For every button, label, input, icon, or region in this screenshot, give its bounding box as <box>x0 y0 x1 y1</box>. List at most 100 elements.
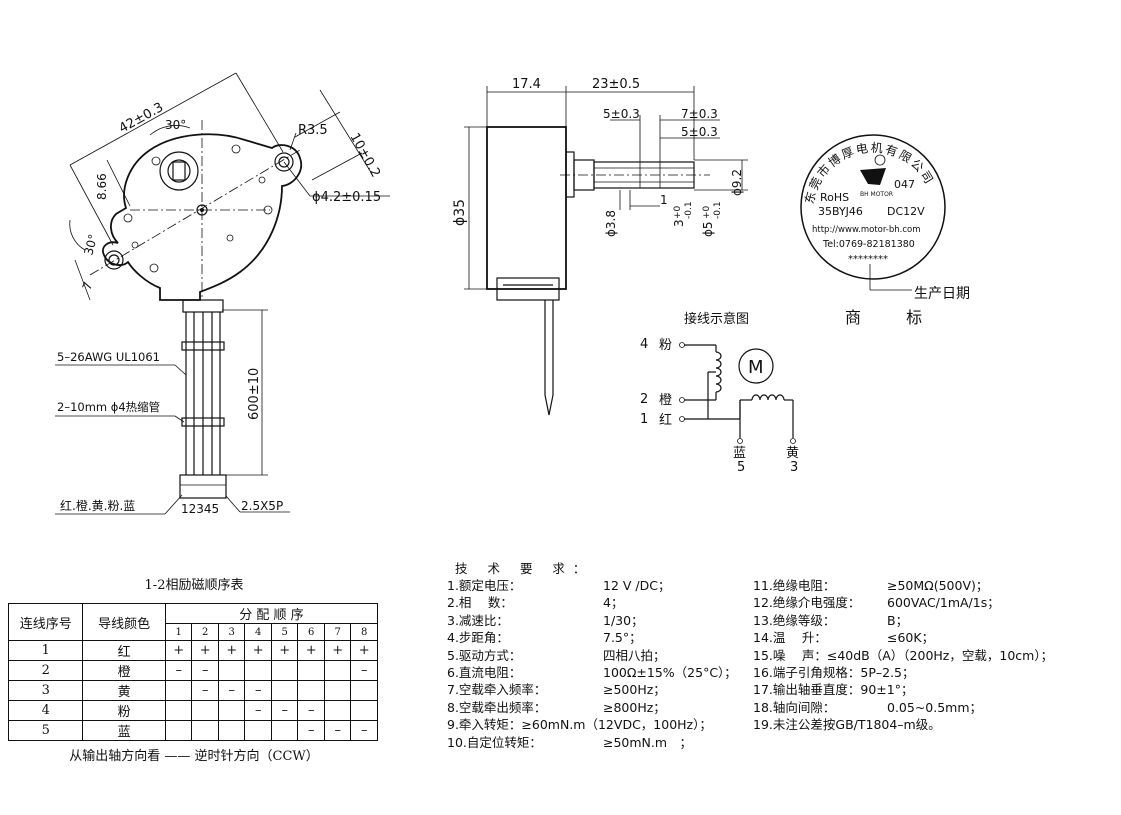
coil-b <box>751 394 785 401</box>
requirement-label: 16.端子引角规格：5P–2.5； <box>753 665 915 680</box>
plate-voltage: DC12V <box>887 205 925 218</box>
step-cell <box>244 660 272 681</box>
step-cell: + <box>217 640 246 661</box>
label-connector: 2.5X5P <box>241 499 283 513</box>
label-plate: 东莞市博厚电机有限公司 RoHS 047 BH MOTOR 35BYJ46 DC… <box>800 134 970 327</box>
shaft <box>167 159 191 183</box>
requirement-value: 0.05~0.5mm； <box>887 699 983 715</box>
wire-exit <box>182 299 224 313</box>
step-cell: – <box>297 720 325 741</box>
yellow-num: 3 <box>790 460 798 475</box>
col-color: 导线颜色 <box>82 603 166 641</box>
requirement-label: 15.噪 声：≤40dB（A）（200Hz，空载，10cm）； <box>753 647 1054 663</box>
blue-label: 蓝 <box>733 446 746 461</box>
side-view: 17.4 23±0.5 5±0.3 7±0.3 5±0.3 ϕ9.2 ϕ35 1… <box>452 77 748 416</box>
plate-rohs: RoHS <box>820 191 849 204</box>
requirement-value: 4； <box>603 595 624 611</box>
dim-r35: R3.5 <box>298 123 328 138</box>
requirement-label: 11.绝缘电阻： <box>753 578 836 593</box>
wiring-title: 接线示意图 <box>684 311 749 327</box>
wire-color: 蓝 <box>82 720 166 741</box>
wire-box <box>496 277 560 301</box>
step-cell: – <box>297 700 325 721</box>
callout-production-date: 生产日期 <box>914 286 970 302</box>
dim-3-tol-up: +0 <box>673 205 683 219</box>
dim-174: 17.4 <box>512 77 541 92</box>
step-cell <box>270 720 299 741</box>
requirement-label: 6.直流电阻： <box>447 665 522 680</box>
requirement-value: 600VAC/1mA/1s； <box>887 595 1000 611</box>
step-cell <box>217 700 246 721</box>
shaft-boss <box>159 151 199 191</box>
requirement-value: ≥500Hz； <box>603 682 666 698</box>
plate-model: 35BYJ46 <box>818 205 863 218</box>
col-distribution: 分 配 顺 序 <box>164 603 379 624</box>
coil-a <box>715 351 722 393</box>
step-cell <box>350 700 378 721</box>
step-cell <box>323 660 352 681</box>
requirement-label: 4.步距角： <box>447 630 509 646</box>
heat-shrink-2 <box>181 417 225 427</box>
sequence-table-title: 1-2相励磁顺序表 <box>144 578 244 593</box>
plate-brand: BH MOTOR <box>860 191 893 198</box>
label-awg: 5–26AWG UL1061 <box>57 350 160 364</box>
requirement-value: ≤60K； <box>887 630 935 646</box>
col-wire-no: 连线序号 <box>7 603 84 641</box>
dim-5b: 5±0.3 <box>681 125 718 139</box>
requirement-label: 14.温 升： <box>753 630 827 646</box>
step-cell: – <box>164 660 193 681</box>
wire-no: 1 <box>7 640 84 661</box>
shaft-flat <box>172 161 186 181</box>
plate-tel: Tel:0769-82181380 <box>822 239 915 250</box>
step-cell: – <box>323 720 352 741</box>
step-header: 6 <box>297 623 325 641</box>
dim-3: 3 <box>672 219 686 227</box>
pin-1-num: 1 <box>640 412 648 427</box>
requirement-value: B； <box>887 612 909 628</box>
step-cell: + <box>350 640 378 661</box>
plate-date-code: ******** <box>848 254 888 265</box>
step-cell <box>191 700 219 721</box>
requirement-value: ≥50mN.m ； <box>603 734 693 750</box>
requirement-value: 1/30； <box>603 612 644 628</box>
step-cell <box>244 720 272 741</box>
step-cell: – <box>350 660 378 681</box>
flange-outline <box>102 133 303 301</box>
requirement-label: 12.绝缘介电强度： <box>753 595 861 611</box>
wire-color: 橙 <box>82 660 166 681</box>
dim-600: 600±10 <box>247 368 262 420</box>
wire-color: 粉 <box>82 700 166 721</box>
step-cell <box>164 720 193 741</box>
step-cell: – <box>244 700 272 721</box>
step-header: 8 <box>350 623 378 641</box>
mount-hole-right-inner <box>278 156 290 168</box>
wire-lead <box>544 300 554 416</box>
step-cell <box>297 660 325 681</box>
dim-7: 7 <box>80 280 96 292</box>
requirement-label: 9.牵入转矩：≥60mN.m（12VDC，100Hz）； <box>447 717 712 733</box>
requirement-label: 1.额定电压： <box>447 578 522 593</box>
connector <box>179 474 227 499</box>
step-cell: + <box>191 640 219 661</box>
step-cell: – <box>191 660 219 681</box>
dim-38: ϕ3.8 <box>604 210 618 237</box>
technical-requirements: 技 术 要 求： 1.额定电压：12 V /DC；2.相 数：4；3.减速比：1… <box>447 558 1117 758</box>
step-cell <box>297 680 325 701</box>
requirement-label: 10.自定位转矩： <box>447 734 542 750</box>
step-cell <box>323 700 352 721</box>
step-header: 5 <box>270 623 299 641</box>
requirements-title: 技 术 要 求： <box>455 561 594 576</box>
heat-shrink-1 <box>181 341 225 351</box>
dim-23: 23±0.5 <box>592 77 640 92</box>
motor-letter: M <box>748 357 764 378</box>
step-cell: + <box>164 640 193 661</box>
wire-no: 3 <box>7 680 84 701</box>
requirement-label: 5.驱动方式： <box>447 647 522 663</box>
yellow-label: 黄 <box>786 446 799 461</box>
